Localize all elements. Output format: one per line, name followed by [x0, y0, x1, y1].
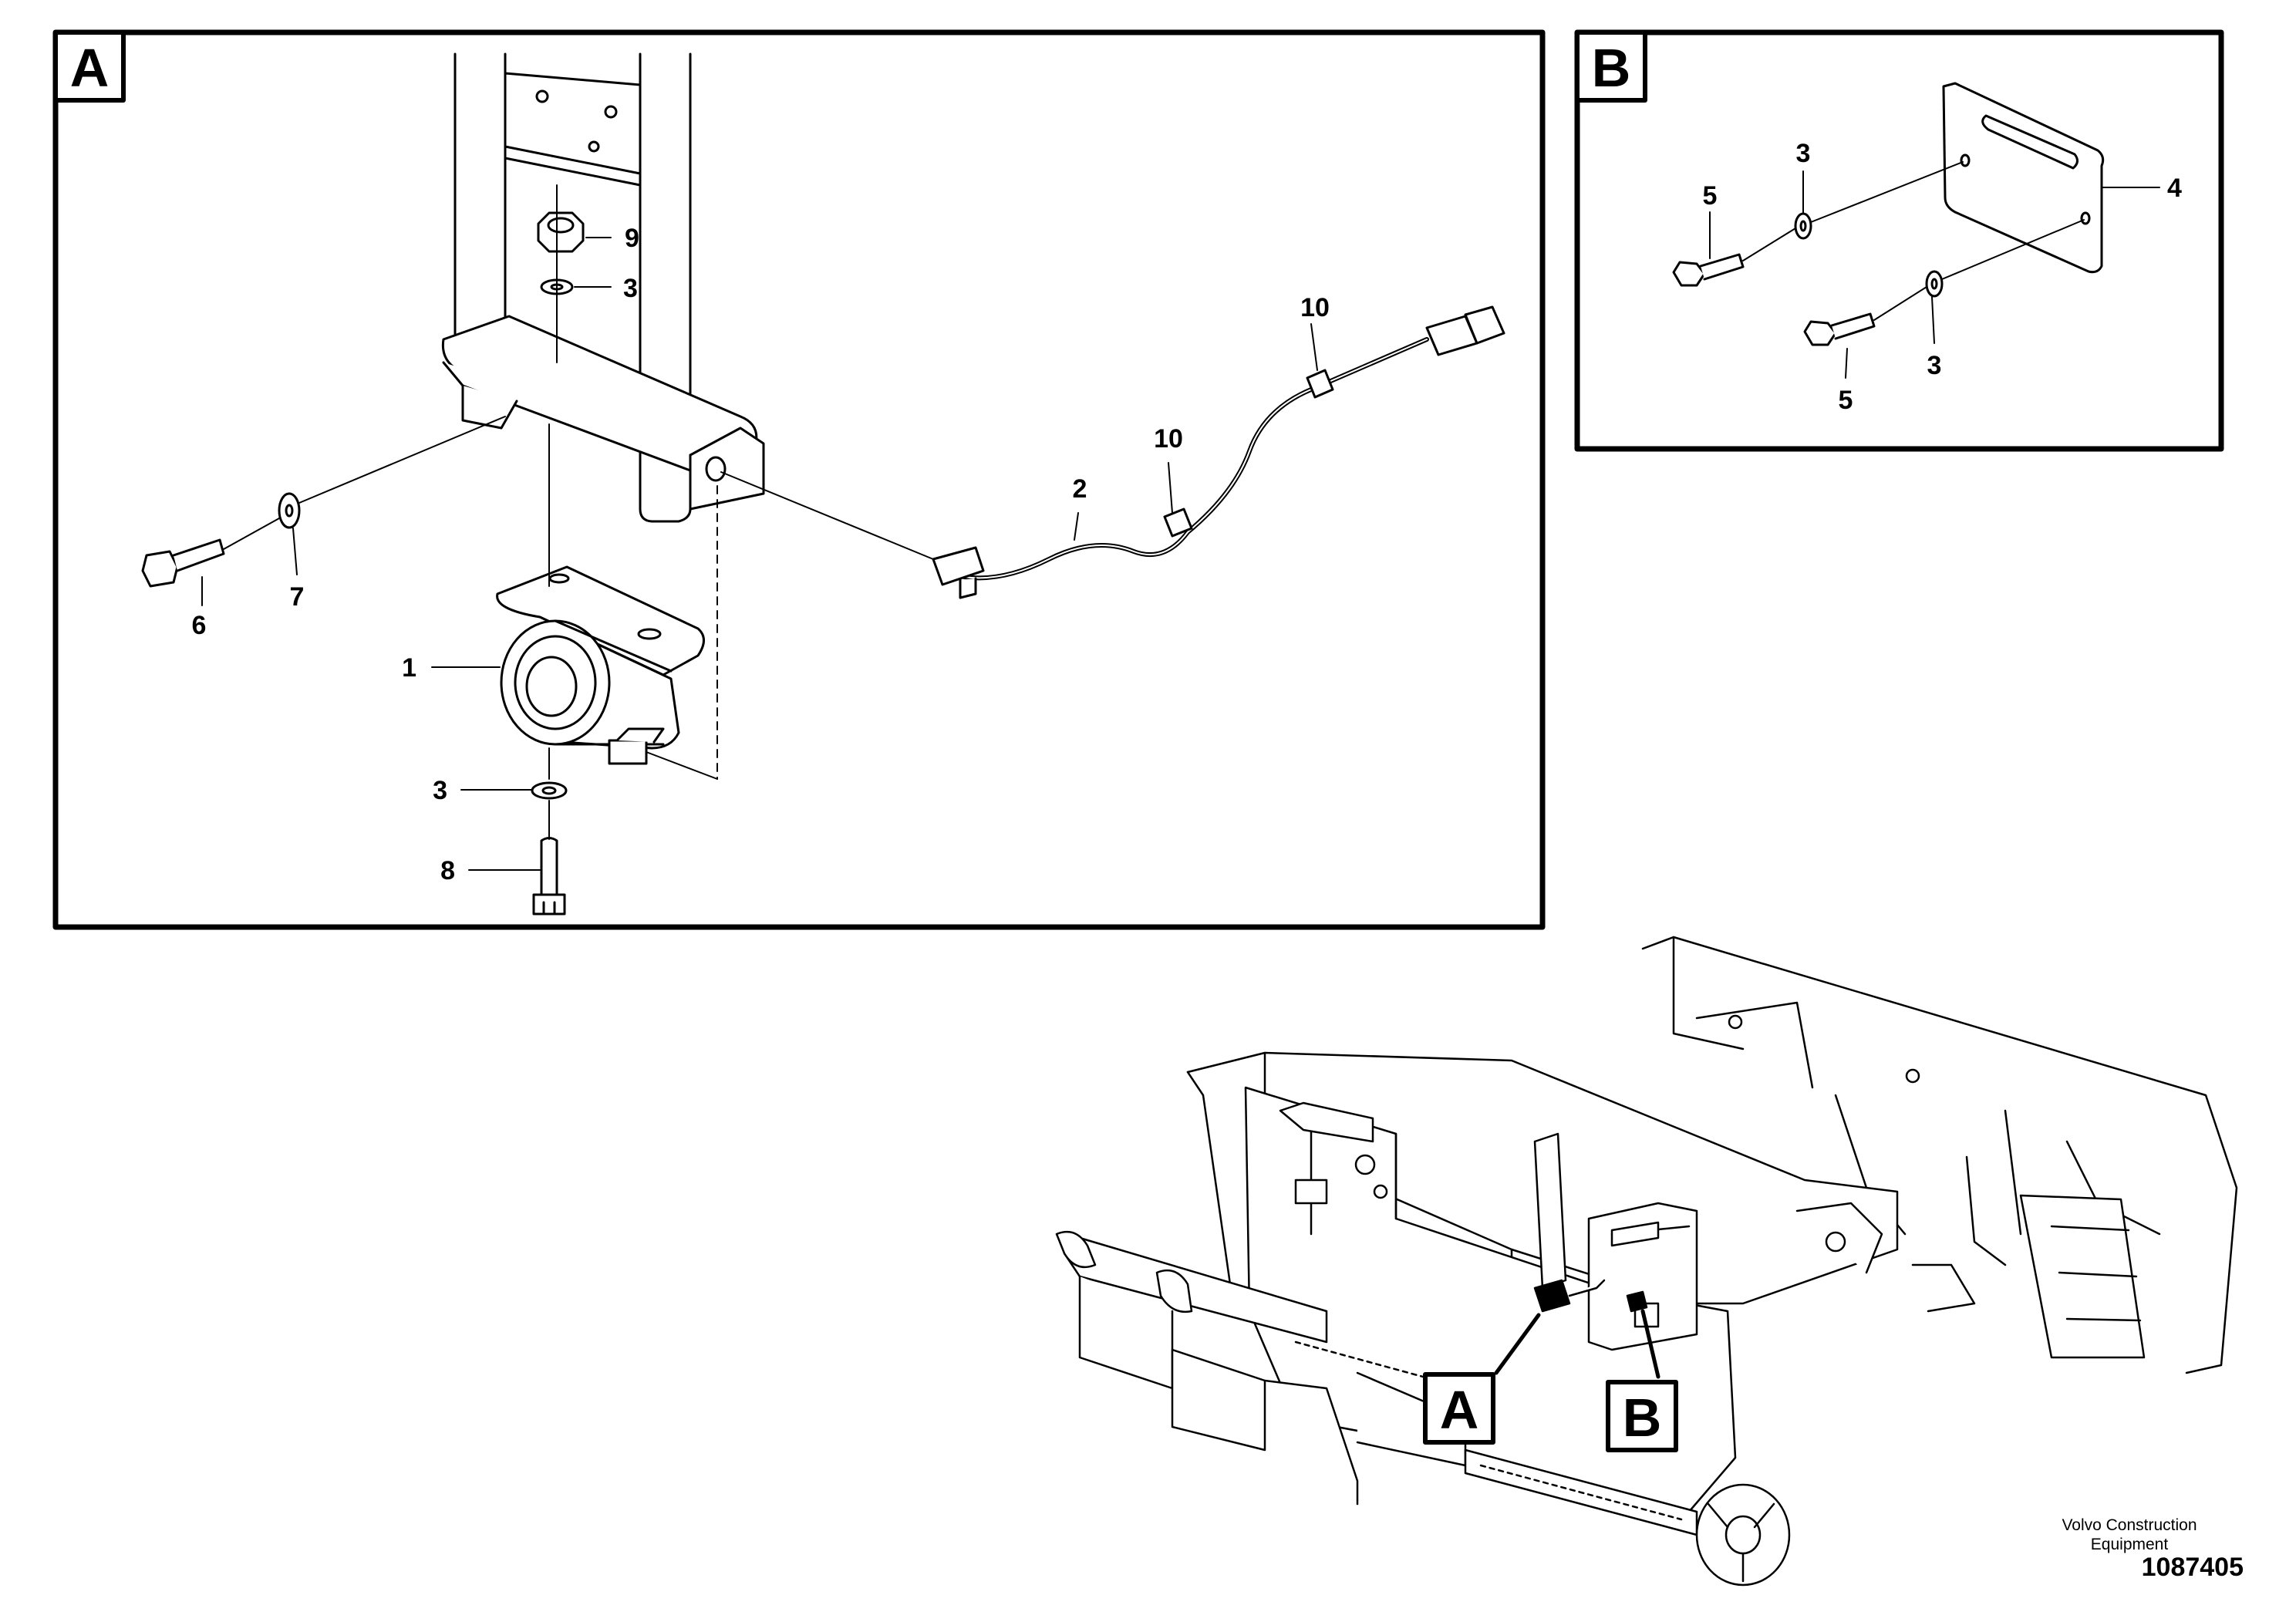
machine-frame-overview — [1055, 936, 2238, 1587]
company-line-1: Volvo Construction — [2062, 1516, 2197, 1534]
callout-6: 6 — [192, 611, 207, 640]
bolt-part-5-bottom — [1803, 312, 1876, 346]
callout-7: 7 — [290, 582, 305, 612]
callout-2: 2 — [1073, 474, 1087, 504]
callout-9: 9 — [625, 224, 639, 253]
callout-8: 8 — [440, 856, 455, 885]
assembly-lines — [223, 184, 934, 840]
plate-part-4 — [1942, 82, 2105, 274]
clip-part-10-upper — [1306, 369, 1334, 399]
assembly-lines-b — [1742, 161, 2085, 321]
callout-3-a-bottom: 3 — [433, 776, 447, 805]
mounting-post — [441, 52, 765, 523]
callout-3-a-top: 3 — [623, 274, 638, 303]
company-line-2: Equipment — [2090, 1536, 2169, 1553]
leader-lines-a — [201, 237, 1318, 871]
callout-5-b-bottom: 5 — [1839, 386, 1853, 415]
callout-5-b-top: 5 — [1703, 181, 1718, 211]
washer-part-3-b-bottom — [1925, 270, 1944, 298]
panel-a — [52, 29, 1546, 930]
horn-part-1 — [496, 565, 705, 765]
washer-part-3-b-top — [1794, 212, 1812, 240]
overview-tag-b — [1606, 1309, 1678, 1452]
bolt-part-5-top — [1672, 253, 1745, 287]
leader-lines-b — [1709, 170, 2160, 379]
overview-tag-b-label: B — [1623, 1388, 1662, 1448]
callout-3-b-bottom: 3 — [1927, 351, 1942, 380]
nut-part-9 — [537, 211, 585, 253]
overview-tag-a — [1423, 1313, 1541, 1445]
panel-b-frame — [1574, 29, 2224, 452]
bolt-part-8 — [532, 837, 566, 916]
callout-10-lower: 10 — [1154, 424, 1183, 454]
washer-part-3-bottom — [531, 781, 568, 800]
washer-part-7 — [278, 492, 301, 529]
overview-tag-a-label: A — [1440, 1380, 1479, 1440]
harness-part-2 — [932, 305, 1505, 599]
panel-b-tag-box — [1575, 30, 1647, 103]
callout-3-b-top: 3 — [1796, 139, 1811, 168]
callout-4: 4 — [2167, 174, 2182, 203]
panel-a-frame — [52, 29, 1546, 930]
document-number: 1087405 — [2141, 1553, 2244, 1582]
company-name: Volvo Construction Equipment — [2014, 1516, 2245, 1554]
panel-b — [1574, 29, 2224, 452]
bolt-part-6 — [141, 538, 225, 588]
clip-part-10-lower — [1163, 508, 1193, 538]
callout-1: 1 — [402, 653, 416, 683]
panel-a-tag-label: A — [70, 38, 110, 98]
panel-b-tag-label: B — [1592, 38, 1631, 98]
panel-a-tag-box — [53, 30, 126, 103]
callout-10-upper: 10 — [1300, 293, 1330, 322]
